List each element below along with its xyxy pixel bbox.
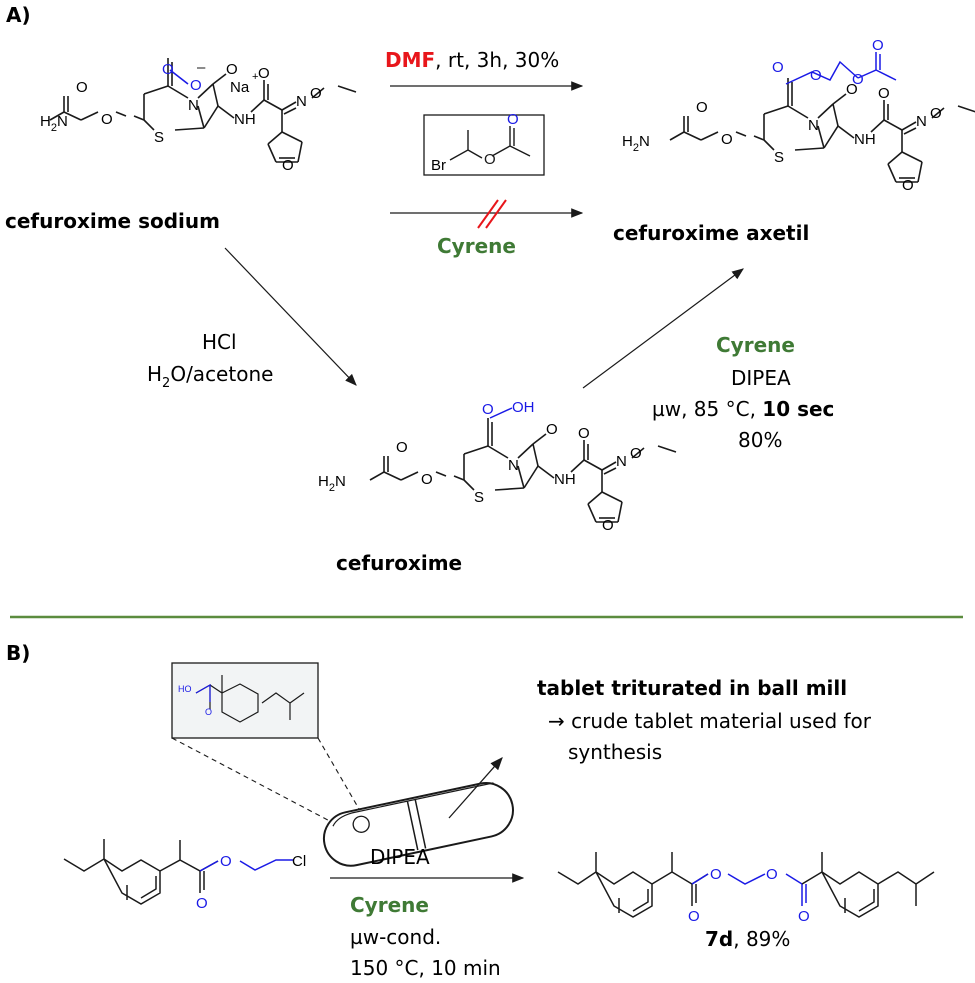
ibuprofen-inset: HO O bbox=[171, 662, 319, 739]
cefuroxime-axetil-structure: H2N O O N S O NH O N O O bbox=[622, 77, 975, 194]
svg-text:Cl: Cl bbox=[292, 853, 306, 870]
svg-text:DIPEA: DIPEA bbox=[731, 366, 791, 390]
svg-text:80%: 80% bbox=[738, 428, 782, 452]
svg-text:Na: Na bbox=[230, 79, 250, 96]
axetil-ester-group: O O O O bbox=[772, 37, 897, 88]
svg-text:O: O bbox=[546, 421, 558, 438]
tablet-arrow bbox=[448, 757, 503, 819]
svg-text:NH: NH bbox=[554, 471, 576, 488]
amine-label: H2N bbox=[40, 113, 68, 134]
esterification-conditions: Cyrene DIPEA µw, 85 °C, 10 sec 80% bbox=[652, 333, 834, 452]
svg-text:N: N bbox=[296, 93, 307, 110]
svg-text:S: S bbox=[774, 149, 784, 166]
section-a-label: A) bbox=[6, 3, 31, 27]
carboxylic-acid-group: O OH bbox=[482, 399, 535, 419]
svg-text:synthesis: synthesis bbox=[568, 740, 662, 764]
svg-text:O: O bbox=[878, 85, 890, 102]
svg-text:O: O bbox=[578, 425, 590, 442]
svg-text:O: O bbox=[766, 866, 778, 883]
cefuroxime-name: cefuroxime bbox=[336, 551, 462, 575]
product-7d-label: 7d, 89% bbox=[705, 927, 790, 951]
reagent-box: Br O O bbox=[423, 111, 545, 176]
svg-text:150 °C, 10 min: 150 °C, 10 min bbox=[350, 956, 501, 980]
svg-text:Br: Br bbox=[431, 157, 446, 174]
cyrene-label-top: Cyrene bbox=[437, 234, 516, 258]
svg-text:O: O bbox=[220, 853, 232, 870]
svg-text:O: O bbox=[872, 37, 884, 54]
amine-label: H2N bbox=[318, 473, 346, 494]
svg-text:O: O bbox=[282, 157, 294, 174]
no-reaction-mark bbox=[477, 199, 507, 229]
svg-text:O: O bbox=[696, 99, 708, 116]
svg-text:µw, 85 °C, 10 sec: µw, 85 °C, 10 sec bbox=[652, 397, 834, 421]
svg-text:O: O bbox=[602, 517, 614, 534]
svg-text:DIPEA: DIPEA bbox=[370, 845, 430, 869]
chloromethyl-ester-structure: O O Cl bbox=[63, 839, 306, 912]
svg-text:O: O bbox=[810, 67, 822, 84]
svg-text:N: N bbox=[188, 97, 199, 114]
svg-text:NH: NH bbox=[234, 111, 256, 128]
svg-text:N: N bbox=[808, 117, 819, 134]
svg-text:S: S bbox=[474, 489, 484, 506]
esterification-arrow bbox=[582, 268, 744, 389]
svg-text:DMF, rt, 3h, 30%: DMF, rt, 3h, 30% bbox=[385, 48, 559, 72]
svg-text:O: O bbox=[421, 471, 433, 488]
svg-text:O: O bbox=[630, 445, 642, 462]
cefuroxime-sodium-name: cefuroxime sodium bbox=[5, 209, 220, 233]
cefuroxime-structure: H2N O O N S O NH O N O O bbox=[318, 417, 677, 534]
svg-text:HO: HO bbox=[178, 684, 192, 694]
hydrolysis-conditions: HCl H2O/acetone bbox=[147, 330, 273, 391]
svg-text:O: O bbox=[162, 61, 174, 78]
svg-text:O: O bbox=[396, 439, 408, 456]
svg-text:O: O bbox=[798, 908, 810, 925]
product-7d-structure: O O O O bbox=[557, 852, 935, 925]
svg-text:O: O bbox=[226, 61, 238, 78]
svg-text:O: O bbox=[484, 151, 496, 168]
svg-text:µw-cond.: µw-cond. bbox=[350, 925, 441, 949]
svg-text:N: N bbox=[916, 113, 927, 130]
cefuroxime-sodium-structure: H2N O O N S O NH O N O O bbox=[40, 57, 357, 174]
svg-text:–: – bbox=[197, 59, 206, 76]
svg-text:N: N bbox=[508, 457, 519, 474]
svg-text:O: O bbox=[482, 401, 494, 418]
svg-text:Cyrene: Cyrene bbox=[716, 333, 795, 357]
svg-text:O: O bbox=[507, 111, 519, 128]
svg-text:O: O bbox=[852, 71, 864, 88]
section-b-label: B) bbox=[6, 641, 30, 665]
svg-text:O: O bbox=[196, 895, 208, 912]
svg-text:O: O bbox=[310, 85, 322, 102]
svg-text:O: O bbox=[258, 65, 270, 82]
svg-text:tablet triturated in ball mill: tablet triturated in ball mill bbox=[537, 676, 847, 700]
svg-text:Cyrene: Cyrene bbox=[350, 893, 429, 917]
dmf-conditions: DMF, rt, 3h, 30% bbox=[385, 48, 559, 72]
svg-text:O: O bbox=[710, 866, 722, 883]
svg-text:O: O bbox=[930, 105, 942, 122]
svg-text:OH: OH bbox=[512, 399, 535, 416]
tablet-note: tablet triturated in ball mill → crude t… bbox=[537, 676, 872, 764]
svg-text:O: O bbox=[688, 908, 700, 925]
hydrolysis-arrow bbox=[224, 247, 357, 386]
svg-text:N: N bbox=[616, 453, 627, 470]
svg-text:+: + bbox=[252, 71, 258, 83]
svg-text:O: O bbox=[76, 79, 88, 96]
amine-label: H2N bbox=[622, 133, 650, 154]
svg-text:O: O bbox=[772, 59, 784, 76]
svg-text:O: O bbox=[846, 81, 858, 98]
carboxylate-group: O O – Na + bbox=[162, 59, 258, 96]
svg-text:O: O bbox=[205, 707, 212, 717]
svg-text:S: S bbox=[154, 129, 164, 146]
cefuroxime-axetil-name: cefuroxime axetil bbox=[613, 221, 809, 245]
svg-text:HCl: HCl bbox=[202, 330, 237, 354]
reaction-b-conditions: DIPEA Cyrene µw-cond. 150 °C, 10 min bbox=[350, 845, 501, 980]
svg-text:H2O/acetone: H2O/acetone bbox=[147, 362, 273, 391]
tablet-graphic bbox=[322, 782, 514, 867]
svg-text:O: O bbox=[721, 131, 733, 148]
svg-text:→ crude tablet material used f: → crude tablet material used for bbox=[548, 709, 872, 733]
svg-text:NH: NH bbox=[854, 131, 876, 148]
svg-text:O: O bbox=[902, 177, 914, 194]
svg-text:O: O bbox=[190, 77, 202, 94]
svg-text:O: O bbox=[101, 111, 113, 128]
